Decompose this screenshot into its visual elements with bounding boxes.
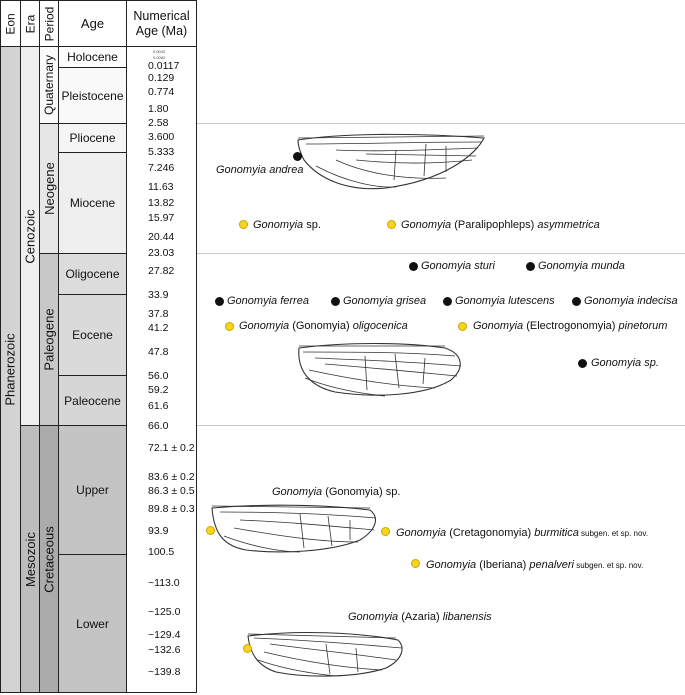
species-label-pinetorum: Gonomyia (Electrogonomyia) pinetorum	[473, 320, 668, 332]
species-label-penalveri: Gonomyia (Iberiana) penalveri subgen. et…	[426, 559, 644, 571]
fossil-dot	[206, 526, 215, 535]
fossil-dot	[243, 644, 252, 653]
age-value: 100.5	[148, 546, 175, 558]
age-value: 59.2	[148, 384, 169, 396]
age-value: 37.8	[148, 308, 169, 320]
age-value: ~132.6	[148, 644, 181, 656]
tiny-mark: 0.0082	[153, 55, 166, 60]
species-label-ferrea: Gonomyia ferrea	[227, 295, 309, 307]
era-mesozoic: Mesozoic	[20, 425, 40, 693]
age-value: 7.246	[148, 162, 175, 174]
age-value: 11.63	[148, 181, 174, 193]
period-quaternary: Quaternary	[39, 46, 59, 124]
extant-dot	[293, 152, 302, 161]
age-holocene: Holocene	[58, 46, 127, 68]
species-label-sp-paleogene: Gonomyia sp.	[591, 357, 659, 369]
header-eon: Eon	[0, 0, 21, 47]
age-value: 27.82	[148, 265, 175, 277]
age-value: 47.8	[148, 346, 169, 358]
age-lower: Lower	[58, 554, 127, 693]
fossil-dot	[458, 322, 467, 331]
species-label-munda: Gonomyia munda	[538, 260, 625, 272]
species-label-libanensis: Gonomyia (Azaria) libanensis	[348, 611, 492, 623]
fossil-dot	[239, 220, 248, 229]
extant-dot	[443, 297, 452, 306]
age-value: 83.6 ± 0.2	[148, 471, 195, 483]
age-value: 56.0	[148, 370, 169, 382]
header-numerical-age: Numerical Age (Ma)	[126, 0, 197, 47]
species-label-burmitica: Gonomyia (Cretagonomyia) burmitica subge…	[396, 527, 649, 539]
age-value: 13.82	[148, 197, 175, 209]
wing-paleogene	[298, 342, 462, 397]
species-label-andrea: Gonomyia andrea	[216, 164, 304, 176]
age-value: 0.774	[148, 86, 175, 98]
age-value: 5.333	[148, 146, 175, 158]
wing-andrea	[297, 133, 485, 190]
age-value: 20.44	[148, 231, 175, 243]
fossil-dot	[381, 527, 390, 536]
boundary-paleogene	[197, 253, 685, 254]
extant-dot	[578, 359, 587, 368]
age-value: ~113.0	[148, 577, 180, 589]
age-eocene: Eocene	[58, 294, 127, 376]
period-cretaceous: Cretaceous	[39, 425, 59, 693]
age-value: ~139.8	[148, 666, 181, 678]
boundary-cretaceous	[197, 425, 685, 426]
age-value: 41.2	[148, 322, 169, 334]
age-oligocene: Oligocene	[58, 253, 127, 295]
wing-gonomyia-sp	[211, 504, 377, 553]
fossil-dot	[387, 220, 396, 229]
wing-libanensis	[247, 631, 403, 677]
age-value: 33.9	[148, 289, 169, 301]
fossil-dot	[411, 559, 420, 568]
header-period: Period	[39, 0, 59, 47]
age-value: 66.0	[148, 420, 169, 432]
species-label-gonomyia-sp: Gonomyia (Gonomyia) sp.	[272, 486, 401, 498]
extant-dot	[526, 262, 535, 271]
species-label-sturi: Gonomyia sturi	[421, 260, 495, 272]
boundary-neogene	[197, 123, 685, 124]
age-value: 61.6	[148, 400, 169, 412]
age-value: 23.03	[148, 247, 175, 259]
period-paleogene: Paleogene	[39, 253, 59, 426]
species-label-lutescens: Gonomyia lutescens	[455, 295, 555, 307]
species-label-indecisa: Gonomyia indecisa	[584, 295, 678, 307]
age-value: 15.97	[148, 212, 175, 224]
extant-dot	[572, 297, 581, 306]
header-era: Era	[20, 0, 40, 47]
species-label-grisea: Gonomyia grisea	[343, 295, 427, 307]
extant-dot	[331, 297, 340, 306]
age-value: 2.58	[148, 117, 169, 129]
age-paleocene: Paleocene	[58, 375, 127, 426]
age-miocene: Miocene	[58, 152, 127, 254]
age-value: 1.80	[148, 103, 169, 115]
extant-dot	[215, 297, 224, 306]
age-upper: Upper	[58, 425, 127, 555]
numerical-age-column	[126, 46, 197, 693]
age-value: 93.9	[148, 525, 169, 537]
species-label-oligocenica: Gonomyia (Gonomyia) oligocenica	[239, 320, 408, 332]
age-value: ~125.0	[148, 606, 181, 618]
tiny-mark: 0.0042	[153, 49, 166, 54]
age-value: 86.3 ± 0.5	[148, 485, 195, 497]
age-pliocene: Pliocene	[58, 123, 127, 153]
age-value: 72.1 ± 0.2	[148, 442, 195, 454]
age-value: 0.129	[148, 72, 175, 84]
extant-dot	[409, 262, 418, 271]
age-pleistocene: Pleistocene	[58, 67, 127, 124]
age-value: ~129.4	[148, 629, 181, 641]
age-value: 89.8 ± 0.3	[148, 503, 195, 515]
age-value: 3.600	[148, 131, 175, 143]
period-neogene: Neogene	[39, 123, 59, 254]
eon-phanerozoic: Phanerozoic	[0, 46, 21, 693]
species-label-sp-neogene: Gonomyia sp.	[253, 219, 321, 231]
header-age: Age	[58, 0, 127, 47]
species-label-asymmetrica: Gonomyia (Paralipophleps) asymmetrica	[401, 219, 600, 231]
era-cenozoic: Cenozoic	[20, 46, 40, 426]
age-value: 0.0117	[148, 60, 180, 72]
fossil-dot	[225, 322, 234, 331]
